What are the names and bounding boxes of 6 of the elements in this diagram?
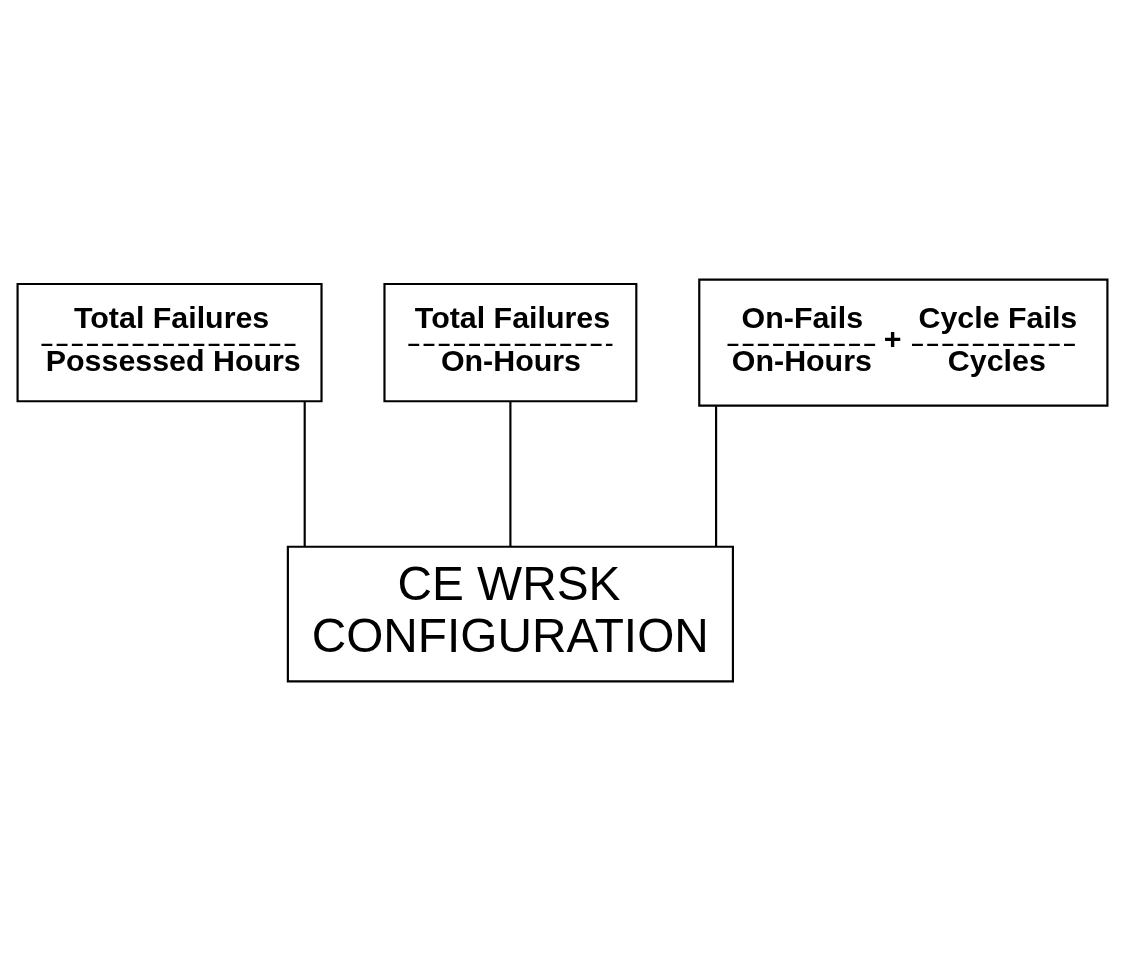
connector: [715, 406, 718, 547]
node-box: Total Failures On-Hours: [383, 282, 638, 403]
connector: [509, 401, 512, 547]
node-box: Total Failures Possessed Hours: [16, 282, 323, 403]
node-box: CE WRSK CONFIGURATION: [286, 545, 734, 683]
connector: [303, 401, 306, 547]
